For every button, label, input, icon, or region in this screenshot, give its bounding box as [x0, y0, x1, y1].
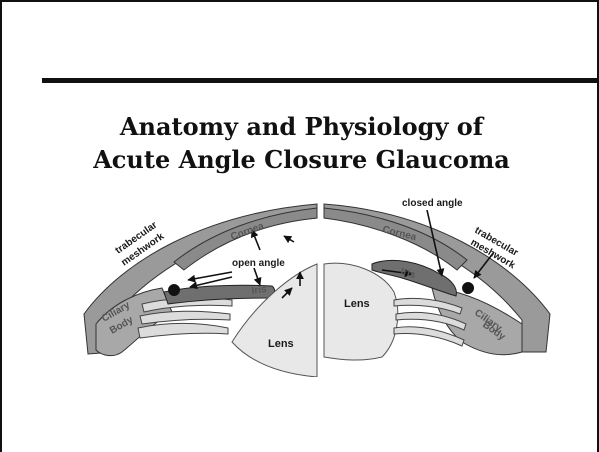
title-rule: [42, 78, 598, 83]
left-lens-label: Lens: [268, 338, 294, 350]
right-zonules: [394, 298, 466, 346]
left-iris-label: Iris: [251, 284, 268, 297]
slide-title: Anatomy and Physiology of Acute Angle Cl…: [2, 110, 599, 176]
eye-anatomy-diagram: Cornea trabecular meshwork open angle Ir…: [82, 192, 552, 377]
left-open-angle-label: open angle: [232, 258, 285, 269]
right-closed-angle-label: closed angle: [402, 198, 463, 209]
right-lens: [324, 263, 398, 360]
title-line-2: Acute Angle Closure Glaucoma: [2, 143, 599, 176]
left-panel-open-angle: Cornea trabecular meshwork open angle Ir…: [84, 204, 317, 377]
right-lens-label: Lens: [344, 298, 370, 310]
right-trabecular-dot: [462, 282, 474, 294]
left-zonules: [138, 298, 232, 338]
left-trabecular-dot: [168, 284, 180, 296]
right-panel-closed-angle: closed angle Cornea trabecular meshwork …: [324, 198, 550, 360]
title-line-1: Anatomy and Physiology of: [2, 110, 599, 143]
